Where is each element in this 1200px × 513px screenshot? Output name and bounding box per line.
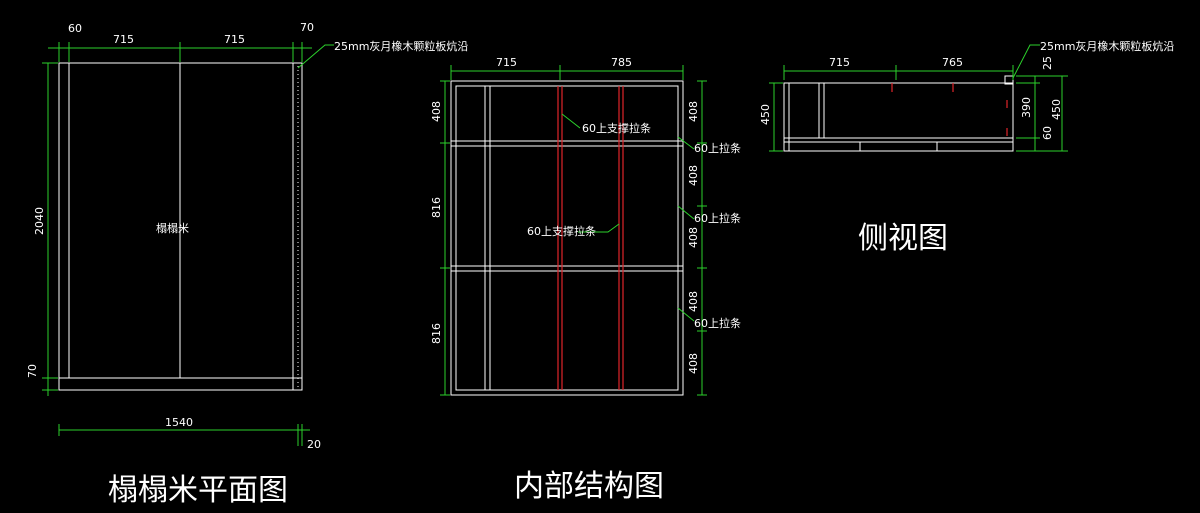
structure-brace-label-2: 60上支撑拉条	[527, 224, 596, 238]
structure-dim-left-1: 408	[430, 101, 443, 122]
plan-center-label: 榻榻米	[156, 221, 189, 235]
side-dim-r-390: 390	[1020, 97, 1033, 118]
structure-dim-left-2: 816	[430, 197, 443, 218]
plan-dim-right-margin: 70	[300, 21, 314, 34]
plan-dim-left-margin: 60	[68, 22, 82, 35]
side-outline	[783, 82, 1014, 152]
side-dim-r-450: 450	[1050, 99, 1063, 120]
brace-leader-1	[561, 113, 581, 129]
side-edge-note: 25mm灰月橡木颗粒板炕沿	[1040, 39, 1174, 53]
plan-dim-width: 1540	[165, 416, 193, 429]
plan-dim-height: 2040	[33, 207, 46, 235]
side-dim-r-25: 25	[1041, 56, 1054, 70]
plan-dim-bottom-margin: 70	[26, 364, 39, 378]
plan-dim-edge: 20	[307, 438, 321, 451]
plan-view: 榻榻米 60 715 715 70 25mm灰月橡木颗粒板炕沿 2040 70 …	[26, 21, 468, 508]
tie-leader-1	[677, 136, 695, 150]
side-dim-top-a: 715	[829, 56, 850, 69]
tie-leader-3	[677, 307, 695, 322]
structure-inner-outline	[455, 85, 679, 391]
structure-view: 715 785 408 816 816 408 408 408 408 408 …	[430, 56, 741, 504]
plan-edge-leader	[297, 44, 334, 69]
plan-caption: 榻榻米平面图	[108, 473, 288, 508]
structure-tie-label-2: 60上拉条	[694, 211, 741, 225]
structure-dim-right-5: 408	[687, 353, 700, 374]
brace-leader-2	[578, 223, 620, 233]
structure-dim-left-3: 816	[430, 323, 443, 344]
structure-rail-1	[450, 140, 684, 147]
structure-dim-right-2: 408	[687, 165, 700, 186]
side-dim-top-b: 765	[942, 56, 963, 69]
side-caption: 侧视图	[858, 221, 948, 256]
structure-outline	[450, 80, 684, 396]
structure-dim-top-b: 785	[611, 56, 632, 69]
side-view: 715 765 450 25 390 60 450 25mm灰月橡木颗粒板炕沿 …	[759, 39, 1174, 256]
side-edge-leader	[1012, 44, 1040, 79]
side-dim-left: 450	[759, 104, 772, 125]
structure-brace-label-1: 60上支撑拉条	[582, 121, 651, 135]
structure-caption: 内部结构图	[514, 469, 664, 504]
plan-dim-top-a: 715	[113, 33, 134, 46]
structure-tie-label-3: 60上拉条	[694, 316, 741, 330]
structure-dim-right-3: 408	[687, 227, 700, 248]
structure-tie-label-1: 60上拉条	[694, 141, 741, 155]
tie-leader-2	[677, 205, 695, 220]
side-dim-r-60: 60	[1041, 126, 1054, 140]
plan-dim-top-b: 715	[224, 33, 245, 46]
plan-edge-note: 25mm灰月橡木颗粒板炕沿	[334, 39, 468, 53]
structure-post-left	[484, 85, 491, 391]
structure-rail-2	[450, 265, 684, 272]
structure-dim-right-4: 408	[687, 291, 700, 312]
structure-dim-right-1: 408	[687, 101, 700, 122]
structure-dim-top-a: 715	[496, 56, 517, 69]
